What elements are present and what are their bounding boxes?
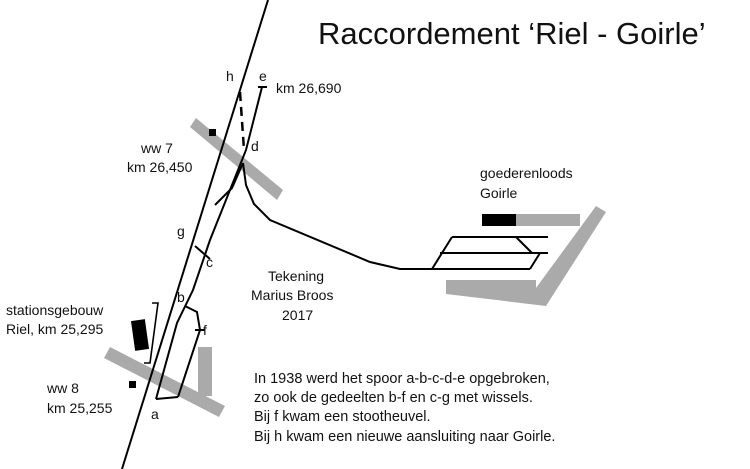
point-c: c (206, 254, 213, 270)
track-c-g (194, 245, 211, 260)
point-f: f (203, 322, 207, 338)
spur-a-b-c-d-e (155, 86, 263, 400)
road-goods-top (516, 214, 580, 226)
road-goods-left (446, 280, 536, 294)
point-b: b (177, 289, 185, 305)
road-ww7 (190, 118, 283, 200)
road-goods-east (446, 206, 606, 306)
point-a: a (151, 406, 159, 422)
goods-line2: Goirle (480, 185, 518, 201)
km-e-label: km 26,690 (276, 80, 342, 96)
road-ww8 (104, 347, 225, 417)
station-building (130, 319, 150, 351)
goods-shed (482, 214, 516, 226)
ww8-line2: km 25,255 (47, 400, 113, 416)
ww8-line1: ww 8 (46, 380, 79, 396)
credit-line1: Tekening (268, 268, 324, 284)
yard-diag-1 (515, 236, 533, 254)
line-to-goirle (242, 162, 453, 270)
buildings (129, 129, 516, 388)
point-e: e (259, 68, 267, 84)
credit-line2: Marius Broos (251, 287, 333, 303)
ww7-marker (209, 129, 216, 136)
yard-diag-2 (529, 252, 541, 270)
point-h: h (226, 68, 234, 84)
station-line1: stationsgebouw (6, 302, 104, 318)
note-line-4: Bij h kwam een nieuwe aansluiting naar G… (254, 429, 555, 445)
track-a-west (155, 396, 179, 400)
track-b-f (177, 305, 202, 398)
main-line (121, 0, 269, 469)
station-line2: Riel, km 25,295 (6, 321, 103, 337)
station-bracket (144, 302, 159, 364)
ww7-line2: km 26,450 (127, 159, 193, 175)
point-d: d (251, 138, 259, 154)
ww7-line1: ww 7 (140, 140, 173, 156)
note-line-1: In 1938 werd het spoor a-b-c-d-e opgebro… (254, 371, 550, 387)
connection-to-main (214, 162, 244, 206)
diagram-title: Raccordement ‘Riel - Goirle’ (318, 16, 706, 51)
new-connection-h (238, 91, 246, 151)
roads (104, 118, 606, 417)
ww8-marker (129, 381, 136, 388)
point-g: g (177, 223, 185, 239)
note-line-3: Bij f kwam een stootheuvel. (254, 409, 431, 425)
goods-line1: goederenloods (480, 165, 573, 181)
note-line-2: zo ook de gedeelten b-f en c-g met wisse… (254, 390, 533, 406)
credit-line3: 2017 (282, 307, 313, 323)
road-station-side (198, 347, 212, 396)
tracks (121, 0, 548, 469)
